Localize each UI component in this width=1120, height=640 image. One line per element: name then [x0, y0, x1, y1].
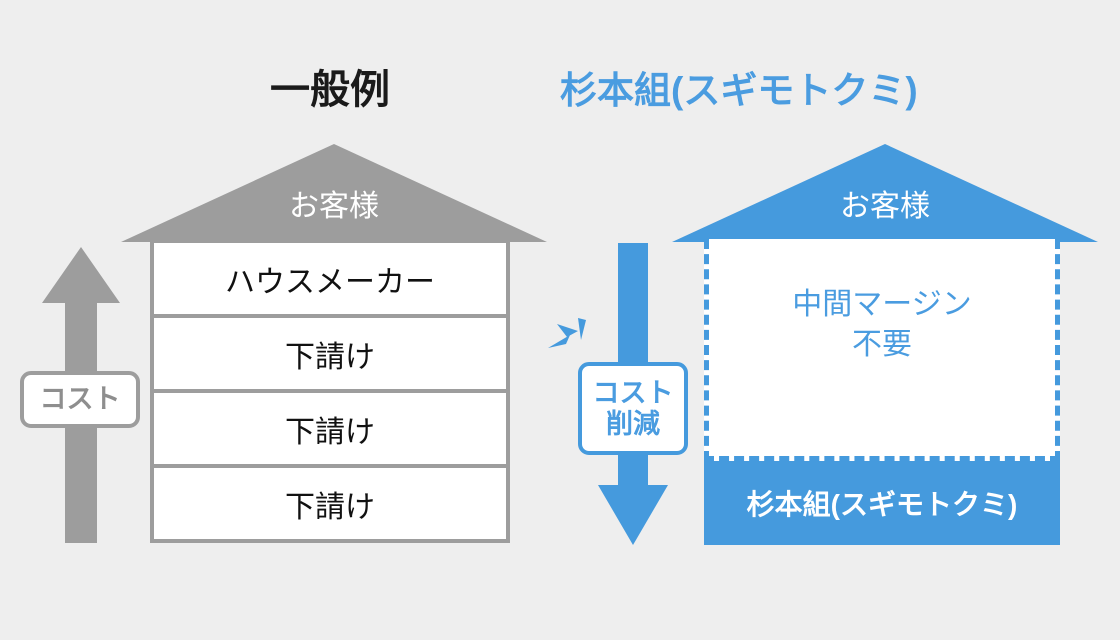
right-house-base-block: 杉本組(スギモトクミ) — [704, 461, 1060, 545]
left-diagram-title: 一般例 — [270, 68, 390, 112]
house-layer-label: ハウスメーカー — [225, 265, 435, 299]
left-house-body: ハウスメーカー 下請け 下請け 下請け — [150, 239, 510, 543]
sparkle-icon — [548, 318, 594, 365]
left-house-roof-shape — [121, 141, 547, 242]
house-layer-row: 下請け — [154, 393, 506, 468]
house-layer-row: 下請け — [154, 318, 506, 393]
house-layer-row: 下請け — [154, 468, 506, 539]
cost-reduction-badge: コスト 削減 — [578, 362, 688, 455]
right-house-roof-shape — [672, 141, 1098, 242]
house-layer-row: ハウスメーカー — [154, 243, 506, 318]
right-house-roof-label: お客様 — [840, 190, 930, 223]
house-layer-label: 下請け — [285, 340, 375, 374]
left-house-roof-label: お客様 — [289, 190, 379, 223]
right-diagram-title: 杉本組(スギモトクミ) — [560, 70, 918, 111]
company-base-label: 杉本組(スギモトクミ) — [746, 489, 1018, 520]
right-house-margin-area: 中間マージン 不要 — [704, 239, 1060, 461]
margin-unnecessary-label: 中間マージン 不要 — [792, 288, 972, 361]
house-layer-label: 下請け — [285, 490, 375, 524]
house-layer-label: 下請け — [285, 415, 375, 449]
cost-badge-left: コスト — [20, 371, 140, 428]
